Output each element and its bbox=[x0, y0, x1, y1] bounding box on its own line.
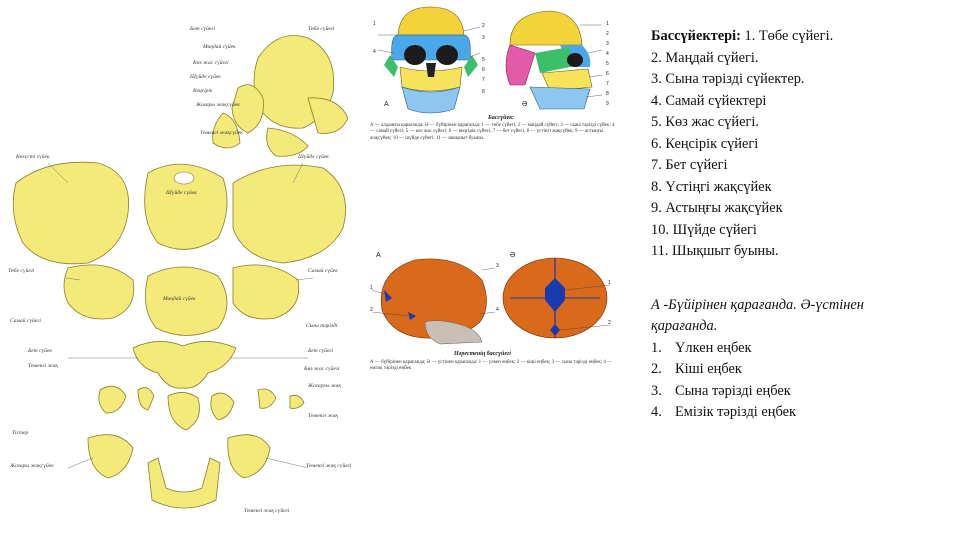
figure-number: 4 bbox=[373, 49, 376, 55]
bone-label: Маңдай сүйек bbox=[203, 44, 236, 50]
bone-label: Бет сүйегі bbox=[308, 348, 334, 354]
bone-label: Кеңсірік bbox=[193, 88, 213, 94]
list-number: 1. bbox=[651, 339, 662, 356]
list-number: 2. bbox=[651, 361, 662, 377]
disarticulated-skull-figure: Көзүстi сүйек Бет сүйегі Маңдай сүйек Кө… bbox=[8, 18, 360, 528]
bone-label: Самай сүйегі bbox=[10, 318, 41, 324]
bone-list-item: 8. Үстіңгі жақсүйек bbox=[651, 178, 772, 195]
figure-caption: А — бүйірінен қарағанда; Ә — үстінен қар… bbox=[370, 360, 613, 372]
figure-caption-title: Нәрестенің бассүйегі bbox=[454, 351, 511, 357]
disarticulated-bones-drawing bbox=[12, 35, 349, 509]
bone-label: Төбе сүйегі bbox=[8, 268, 35, 274]
figure-letter: Ә bbox=[510, 252, 516, 259]
bone-label: Төменгі жақ bbox=[28, 363, 58, 369]
bone-label: Бет сүйегі bbox=[190, 26, 216, 32]
bone-label: Самай сүйек bbox=[308, 268, 338, 274]
list-number: 4. bbox=[651, 404, 662, 420]
bone-label: Көз жас сүйегі bbox=[193, 60, 229, 66]
figure-number: 8 bbox=[606, 91, 609, 97]
bone-label: Тістер bbox=[12, 430, 29, 436]
fontanel-subtitle: А -Бүйірінен қарағанда. Ә-үстінен қараға… bbox=[651, 296, 864, 335]
list-text: Кіші еңбек bbox=[675, 361, 742, 377]
fontanel-list-item: 3. Сына тәрізді еңбек bbox=[651, 381, 951, 403]
bone-list-item: 9. Астыңғы жақсүйек bbox=[651, 200, 783, 216]
fontanel-list-item: 4. Емізік тәрізді еңбек bbox=[651, 402, 951, 424]
list-text: Емізік тәрізді еңбек bbox=[675, 404, 796, 420]
figure-number: 6 bbox=[606, 71, 609, 77]
bone-list-item: 3. Сына тәрізді сүйектер. bbox=[651, 71, 805, 87]
figure-number: 3 bbox=[496, 263, 499, 269]
figure-number: 5 bbox=[606, 61, 609, 67]
bone-label: Бет сүйек bbox=[28, 348, 52, 354]
figure-letter: А bbox=[384, 101, 389, 108]
bone-list-item: 4. Самай сүйектері bbox=[651, 92, 767, 109]
newborn-skull-figure: А Ә 1 2 3 4 1 2 Нәрестенің бассүйегі А —… bbox=[370, 250, 615, 385]
bone-label: Шүйде сүйек bbox=[166, 190, 197, 196]
figure-number: 2 bbox=[608, 320, 611, 326]
figure-number: 4 bbox=[606, 51, 609, 57]
fontanel-list-item: 2. Кіші еңбек bbox=[651, 359, 951, 381]
newborn-skull-drawing bbox=[371, 257, 611, 345]
bones-heading: Бассүйектері: 1. Төбе сүйегі. bbox=[651, 26, 951, 48]
figure-number: 9 bbox=[606, 101, 609, 107]
figure-number: 6 bbox=[482, 67, 485, 73]
bone-label: Жоғарғы жақ bbox=[308, 383, 341, 389]
bones-text: Бассүйектері: 1. Төбе сүйегі. 2. Маңдай … bbox=[651, 26, 951, 424]
figure-number: 2 bbox=[482, 23, 485, 29]
figure-number: 1 bbox=[370, 285, 373, 291]
figure-letter: А bbox=[376, 252, 381, 259]
figure-number: 2 bbox=[370, 307, 373, 313]
bone-label: Жоғары жақсүйек bbox=[196, 102, 240, 108]
bone-label: Төменгі жақ сүйегі bbox=[306, 463, 352, 469]
figure-number: 4 bbox=[496, 307, 499, 313]
bone-list-item: 2. Маңдай сүйегі. bbox=[651, 49, 759, 66]
bone-list-item: 10. Шүйде сүйегі bbox=[651, 221, 757, 238]
bone-label: Сына тәрізді bbox=[306, 323, 338, 329]
bone-label: Шүйде сүйек bbox=[190, 74, 221, 80]
figure-number: 7 bbox=[482, 77, 485, 83]
list-number: 3. bbox=[651, 382, 662, 399]
bone-label: Көзүстi сүйек bbox=[16, 154, 50, 160]
bone-label: Маңдай сүйек bbox=[163, 296, 196, 302]
figure-number: 8 bbox=[482, 89, 485, 95]
figure-caption: А — алдыңғы қарағанда; Ә — бүйірінен қар… bbox=[370, 123, 615, 141]
figure-number: 1 bbox=[608, 280, 611, 286]
list-text: Сына тәрізді еңбек bbox=[675, 382, 791, 399]
figure-number: 1 bbox=[606, 21, 609, 27]
bone-label: Төменгі жақсүйек bbox=[200, 130, 243, 136]
figure-number: 3 bbox=[606, 41, 609, 47]
colored-skull-figure: 1 2 3 4 5 6 7 8 1 2 3 4 5 6 7 8 9 А Ә Ба… bbox=[370, 5, 615, 160]
bone-list-item: 11. Шықшыт буыны. bbox=[651, 243, 779, 259]
spacer bbox=[651, 263, 951, 295]
figure-number: 7 bbox=[606, 81, 609, 87]
list-text: Үлкен еңбек bbox=[675, 339, 752, 356]
bone-list-item: 7. Бет сүйегі bbox=[651, 157, 728, 173]
heading-label: Бассүйектері: bbox=[651, 28, 741, 44]
figure-number: 2 bbox=[606, 31, 609, 37]
bone-label: Төбе сүйегі bbox=[308, 26, 335, 32]
fontanel-list: 1. Үлкен еңбек 2. Кіші еңбек 3. Сына тәрізд… bbox=[651, 338, 951, 424]
bone-label: Жоғары жақсүйек bbox=[10, 463, 54, 469]
figure-number: 5 bbox=[482, 57, 485, 63]
bone-list-item: 6. Кеңсірік сүйегі bbox=[651, 135, 759, 152]
figure-number: 3 bbox=[482, 35, 485, 41]
fontanel-list-item: 1. Үлкен еңбек bbox=[651, 338, 951, 360]
bone-label: Көз жас сүйегі bbox=[304, 366, 340, 372]
figure-caption-title: Бассүйек: bbox=[488, 115, 515, 121]
bone-label: Төменгі жақ bbox=[308, 413, 338, 419]
bone-label: Шүйде сүйек bbox=[298, 154, 329, 160]
bone-list-item: 5. Көз жас сүйегі. bbox=[651, 114, 759, 130]
figure-number: 1 bbox=[373, 21, 376, 27]
heading-first-item: 1. Төбе сүйегі. bbox=[740, 28, 834, 44]
bone-label: Төменгі жақ сүйегі bbox=[244, 508, 290, 514]
colored-skull-drawing bbox=[377, 6, 603, 114]
figure-letter: Ә bbox=[522, 101, 528, 108]
